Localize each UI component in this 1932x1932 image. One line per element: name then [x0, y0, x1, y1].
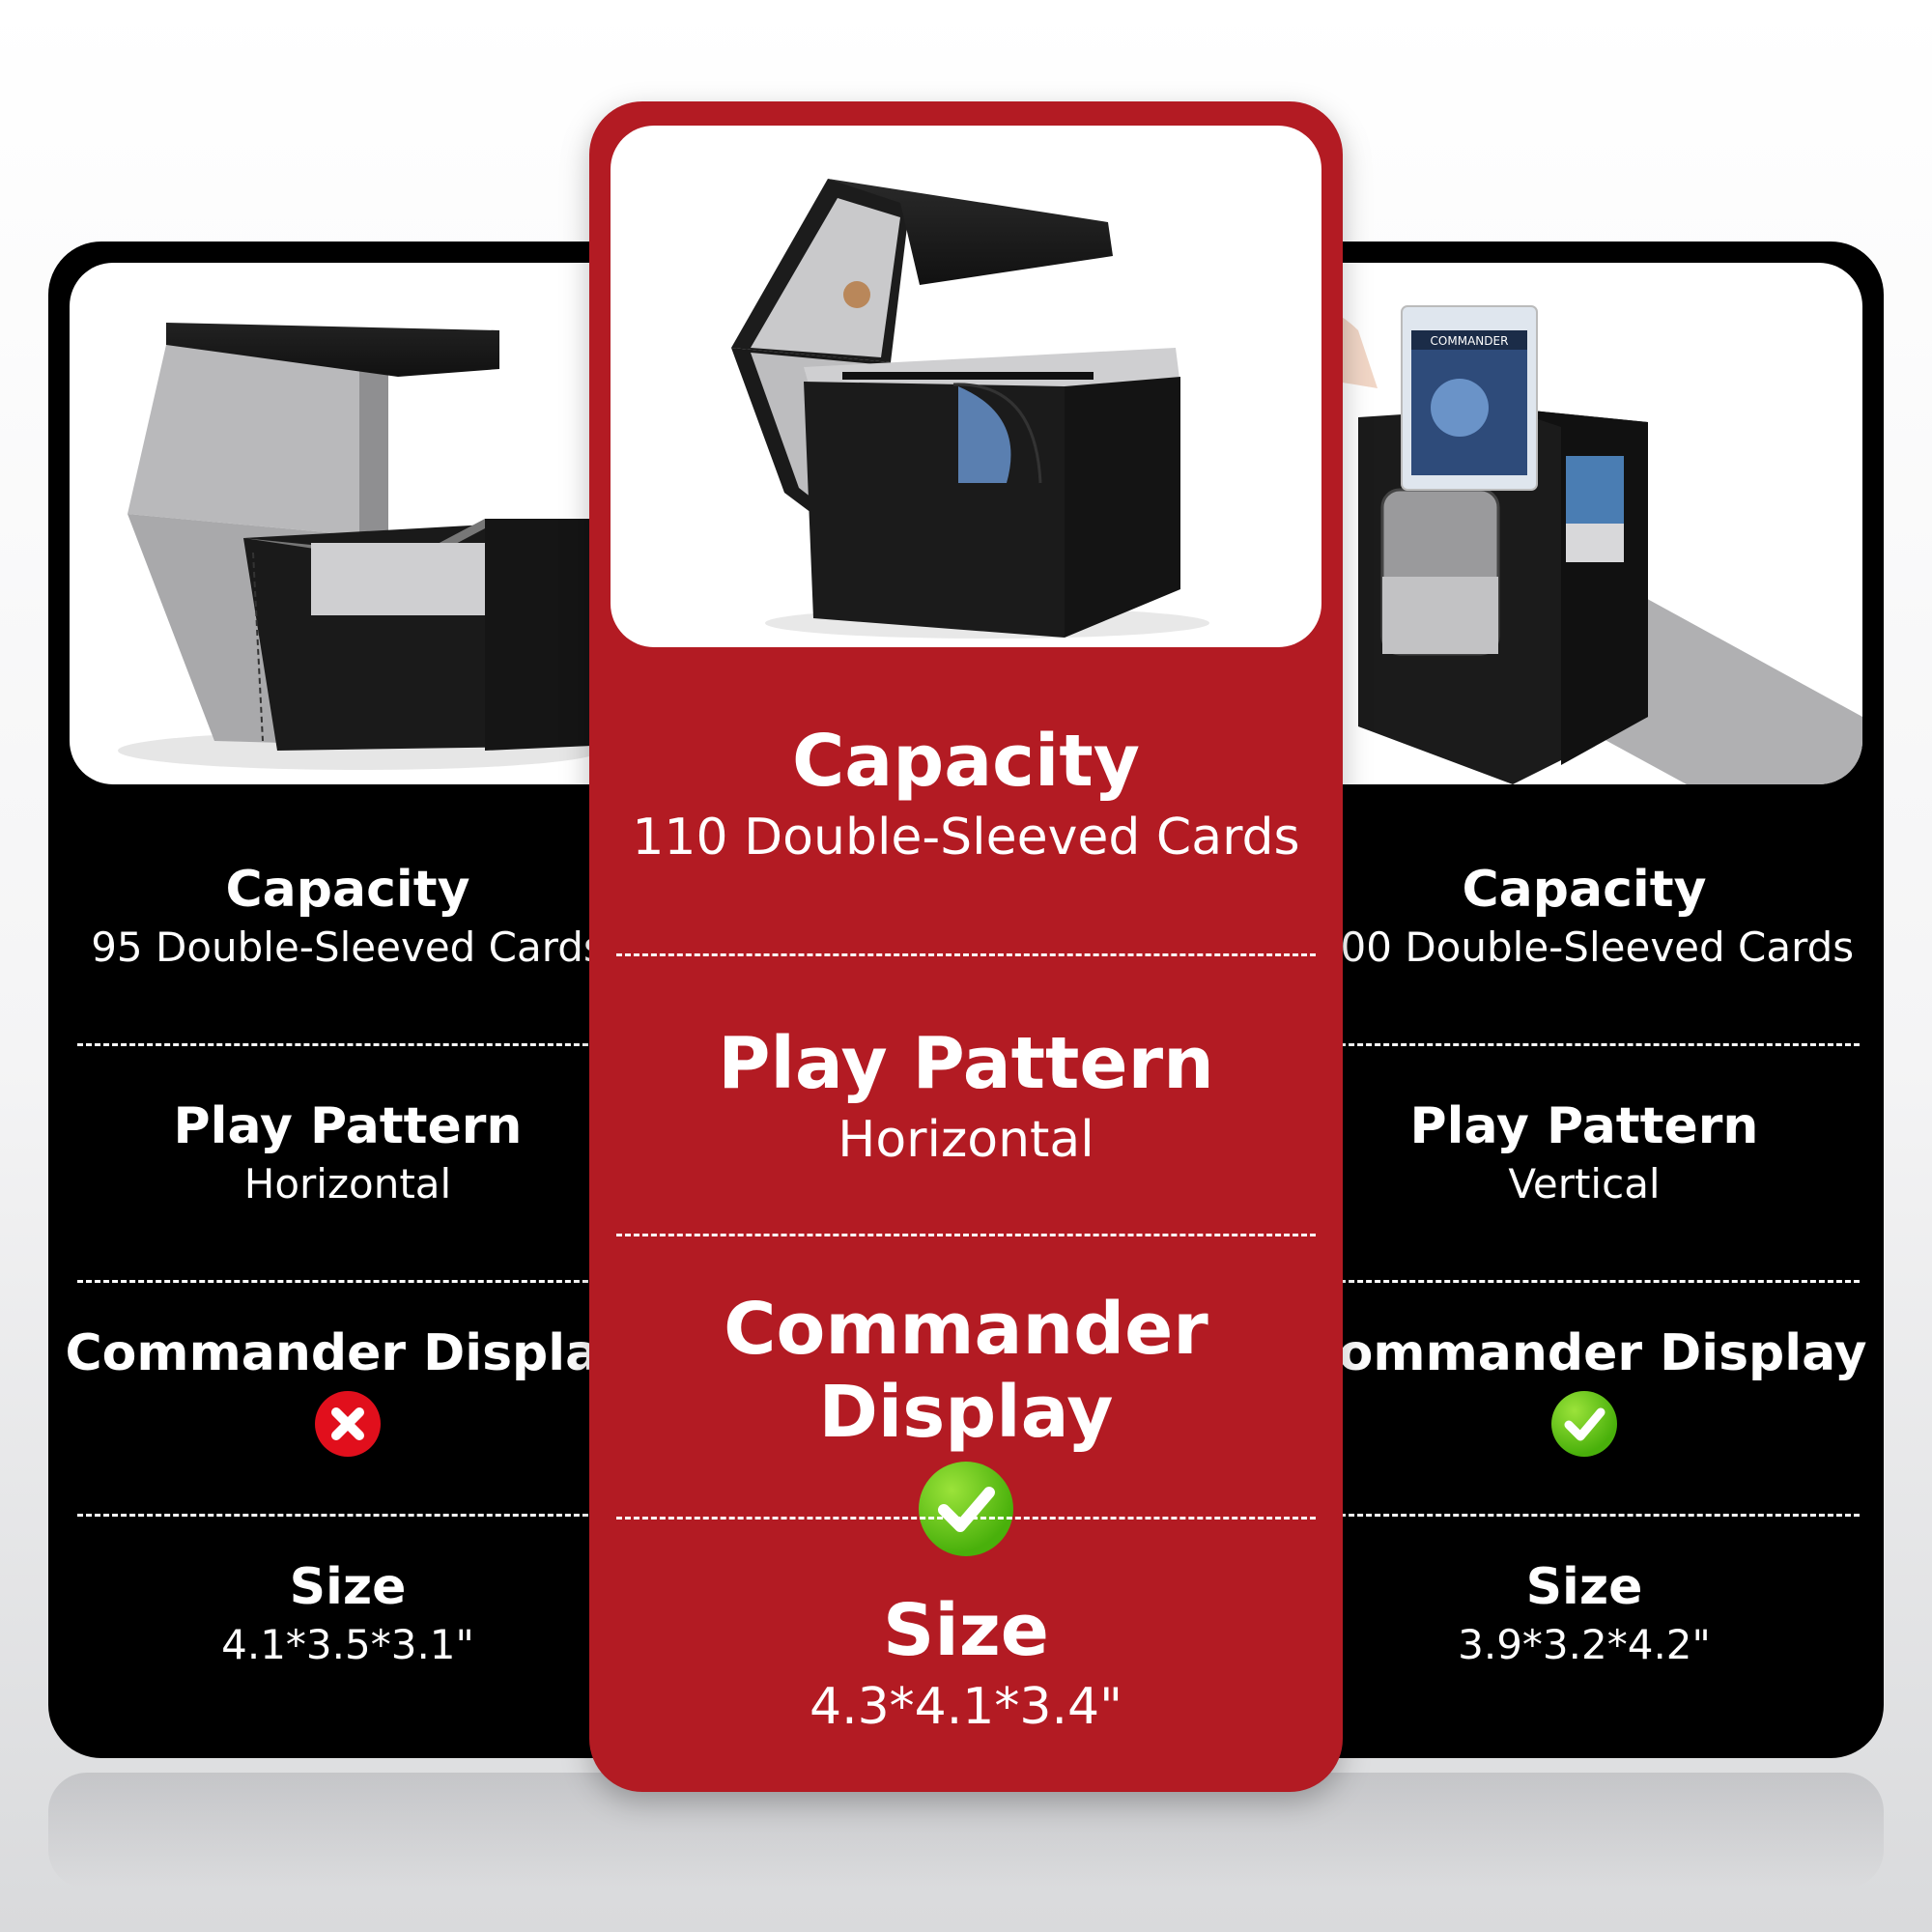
spec-play-pattern-right: Play Pattern Vertical — [1285, 1096, 1884, 1212]
divider — [616, 1517, 1316, 1520]
divider — [616, 1234, 1316, 1236]
divider — [1314, 1280, 1860, 1283]
product-photo-right: COMMANDER — [1281, 263, 1862, 784]
divider — [1314, 1043, 1860, 1046]
play-pattern-value: Horizontal — [838, 1111, 1094, 1169]
spec-play-pattern-featured: Play Pattern Horizontal — [589, 1022, 1343, 1175]
size-value: 3.9*3.2*4.2" — [1458, 1621, 1711, 1668]
deck-box-image-featured — [731, 179, 1209, 639]
capacity-label: Capacity — [225, 861, 470, 919]
spec-commander-right: Commander Display — [1285, 1323, 1884, 1461]
capacity-value: 110 Double-Sleeved Cards — [632, 809, 1300, 867]
play-pattern-label: Play Pattern — [718, 1022, 1214, 1105]
spec-commander-left: Commander Display — [48, 1323, 647, 1461]
divider — [77, 1043, 623, 1046]
spec-size-left: Size 4.1*3.5*3.1" — [48, 1557, 647, 1673]
size-label: Size — [289, 1558, 407, 1616]
capacity-label: Capacity — [1462, 861, 1707, 919]
capacity-label: Capacity — [792, 720, 1140, 803]
product-photo-featured — [611, 126, 1321, 647]
divider — [77, 1280, 623, 1283]
spec-capacity-right: Capacity 100 Double-Sleeved Cards — [1285, 860, 1884, 976]
commander-display-label: Commander Display — [724, 1288, 1208, 1454]
spec-capacity-left: Capacity 95 Double-Sleeved Cards — [48, 860, 647, 976]
product-card-left: Capacity 95 Double-Sleeved Cards Play Pa… — [48, 242, 649, 1758]
spec-size-featured: Size 4.3*4.1*3.4" — [589, 1589, 1343, 1742]
spec-size-right: Size 3.9*3.2*4.2" — [1285, 1557, 1884, 1673]
floor-reflection — [48, 1773, 1884, 1889]
product-photo-left — [70, 263, 649, 784]
divider — [616, 953, 1316, 956]
divider — [77, 1514, 623, 1517]
play-pattern-value: Horizontal — [243, 1160, 452, 1208]
commander-display-label: Commander Display — [1301, 1324, 1867, 1382]
deck-box-image-left — [118, 323, 601, 770]
play-pattern-value: Vertical — [1508, 1160, 1661, 1208]
card-label: COMMANDER — [1431, 334, 1509, 348]
cross-icon — [315, 1391, 381, 1457]
product-card-featured: Capacity 110 Double-Sleeved Cards Play P… — [589, 101, 1343, 1792]
spec-play-pattern-left: Play Pattern Horizontal — [48, 1096, 647, 1212]
product-card-right: COMMANDER Capacity 100 Double-Sleeved Ca… — [1281, 242, 1884, 1758]
deck-box-image-right: COMMANDER — [1281, 305, 1862, 784]
commander-display-label: Commander Display — [65, 1324, 631, 1382]
capacity-value: 100 Double-Sleeved Cards — [1314, 923, 1855, 971]
size-label: Size — [883, 1589, 1049, 1672]
spec-commander-featured: Commander Display — [589, 1288, 1343, 1560]
size-value: 4.1*3.5*3.1" — [221, 1621, 474, 1668]
play-pattern-label: Play Pattern — [1409, 1097, 1759, 1155]
check-icon — [1551, 1391, 1617, 1457]
size-label: Size — [1525, 1558, 1643, 1616]
capacity-value: 95 Double-Sleeved Cards — [91, 923, 605, 971]
size-value: 4.3*4.1*3.4" — [809, 1678, 1122, 1736]
play-pattern-label: Play Pattern — [173, 1097, 523, 1155]
spec-capacity-featured: Capacity 110 Double-Sleeved Cards — [589, 720, 1343, 872]
check-icon — [919, 1462, 1013, 1556]
divider — [1314, 1514, 1860, 1517]
